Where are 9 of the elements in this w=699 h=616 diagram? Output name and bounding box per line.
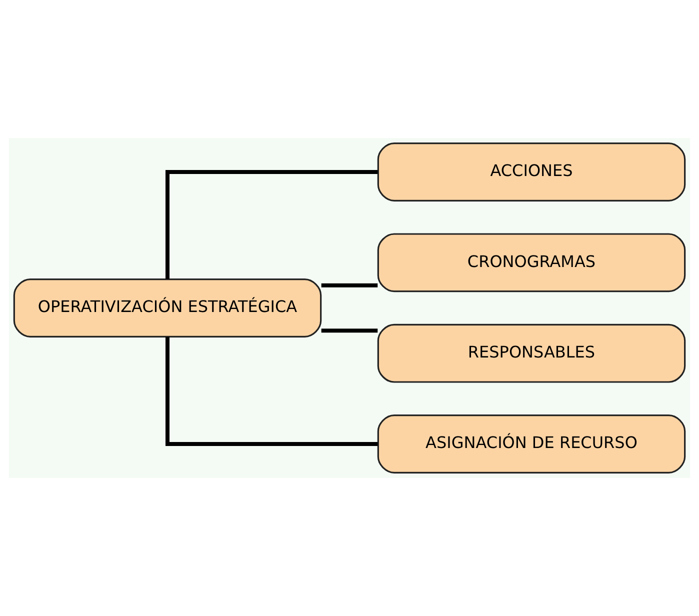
node-box: CRONOGRAMAS <box>377 233 686 292</box>
node-box: ACCIONES <box>377 142 686 202</box>
node-box: ASIGNACIÓN DE RECURSO <box>377 414 686 474</box>
node-box: RESPONSABLES <box>377 324 686 383</box>
connector <box>321 328 378 333</box>
connector <box>321 283 378 288</box>
connector <box>166 170 378 280</box>
node-box: OPERATIVIZACIÓN ESTRATÉGICA <box>13 278 322 338</box>
connector <box>166 336 378 446</box>
